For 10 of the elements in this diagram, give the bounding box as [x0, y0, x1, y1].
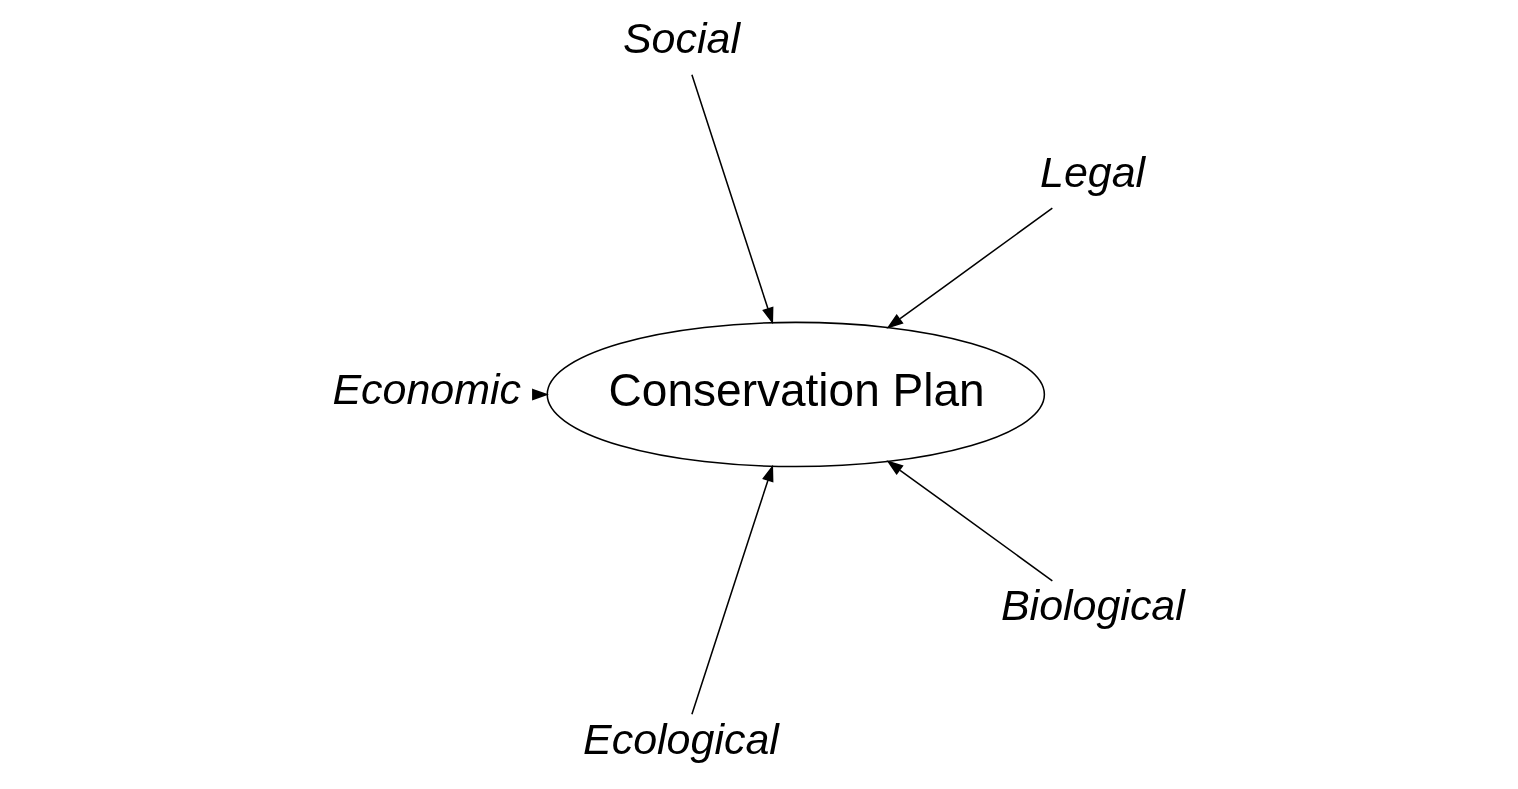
node-text: Social: [622, 14, 740, 63]
node-text: Ecological: [582, 714, 779, 763]
arrow: [690, 464, 773, 716]
node-ellipse: Conservation Plan: [546, 321, 1045, 468]
arrow: [690, 73, 773, 325]
node-text: Biological: [1000, 581, 1185, 630]
node-text: Economic: [331, 364, 521, 413]
node-text: Legal: [1039, 148, 1145, 197]
arrow: [885, 460, 1053, 582]
arrow: [885, 207, 1053, 329]
